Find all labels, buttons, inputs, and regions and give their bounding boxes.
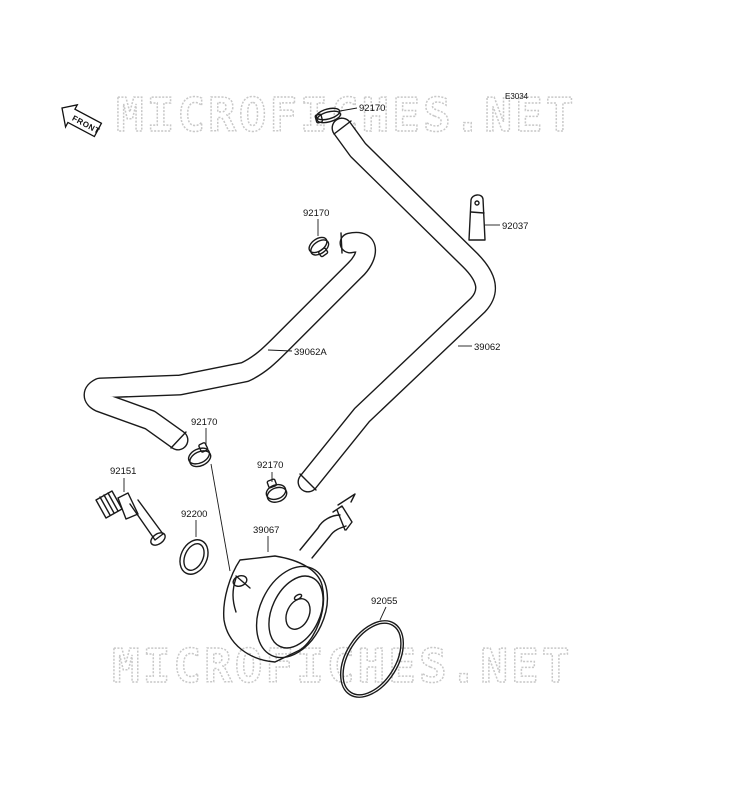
callout-clamp-left: 92170: [191, 417, 217, 428]
callout-cooler: 39067: [253, 525, 279, 536]
oring-92055[interactable]: [328, 610, 417, 709]
hose-39062[interactable]: [297, 117, 496, 493]
leader-lines: [123, 107, 500, 621]
hose-39062a[interactable]: [83, 231, 377, 451]
front-arrow-icon: FRONT: [61, 103, 103, 138]
oil-cooler-39067[interactable]: [222, 493, 356, 669]
callout-clamp-top: 92170: [359, 103, 385, 114]
watermark-top: MICROFICHES.NET: [116, 88, 576, 142]
callout-clamp-right: 92170: [257, 460, 283, 471]
callout-bracket: 92037: [502, 221, 528, 232]
washer-92200[interactable]: [175, 535, 214, 579]
bolt-92151[interactable]: [95, 490, 167, 548]
clamp-top[interactable]: [314, 106, 342, 125]
diagram-code: E3034: [505, 92, 529, 101]
callout-washer: 92200: [181, 509, 207, 520]
callout-bolt: 92151: [110, 466, 136, 477]
callout-hose-a: 39062A: [294, 347, 327, 358]
callout-oring: 92055: [371, 596, 397, 607]
clamp-left[interactable]: [185, 442, 213, 469]
bracket-92037[interactable]: [468, 194, 486, 241]
callout-hose-b: 39062: [474, 342, 500, 353]
clamp-right[interactable]: [262, 476, 289, 504]
clamp-mid[interactable]: [306, 234, 333, 260]
callout-clamp-mid: 92170: [303, 208, 329, 219]
watermark-bottom: MICROFICHES.NET: [112, 639, 572, 693]
